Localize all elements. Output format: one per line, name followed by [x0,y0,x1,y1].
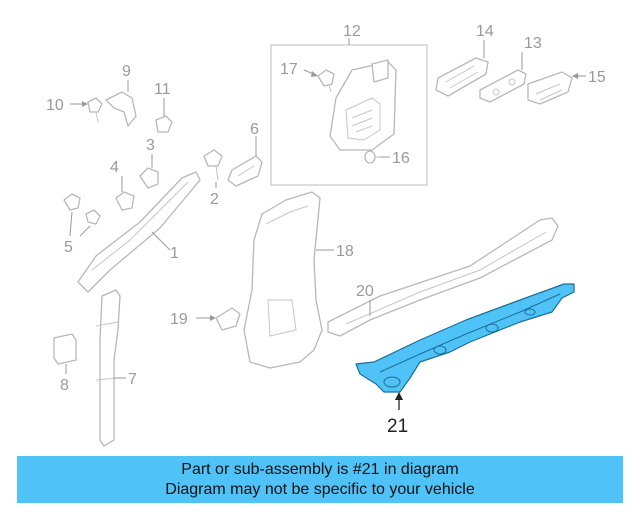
part-6-trim-piece[interactable] [227,155,263,187]
part-17-screw[interactable] [317,69,335,93]
part-19-clip[interactable] [215,307,241,331]
callout-16: 16 [392,150,410,167]
part-18-b-pillar-trim[interactable] [243,191,323,369]
part-21-highlighted[interactable] [355,283,575,393]
part-10-screw[interactable] [87,97,103,123]
part-15-bracket[interactable] [527,71,573,105]
callout-14: 14 [476,23,494,40]
part-9-bracket[interactable] [105,91,137,127]
callout-9: 9 [122,63,131,80]
callout-19: 19 [170,311,188,328]
callout-12: 12 [343,23,361,40]
callout-20: 20 [356,283,374,300]
part-20-sill-trim[interactable] [327,217,559,337]
callout-17: 17 [280,61,298,78]
callout-21: 21 [387,416,408,437]
callout-11: 11 [154,81,171,98]
callout-15: 15 [588,69,606,86]
callout-1: 1 [170,245,179,262]
callout-3: 3 [146,137,155,154]
callout-6: 6 [250,121,259,138]
part-16-clip[interactable] [364,150,380,164]
banner-line-2: Diagram may not be specific to your vehi… [165,480,475,498]
part-5-fasteners[interactable] [63,193,101,225]
callout-4: 4 [110,159,119,176]
callout-18: 18 [336,243,354,260]
part-1-a-pillar-trim[interactable] [77,171,201,293]
part-4-clip[interactable] [115,191,135,211]
callout-2: 2 [210,191,219,208]
callout-8: 8 [60,377,69,394]
part-2-screw[interactable] [203,149,223,181]
part-7-vertical-trim[interactable] [95,289,121,447]
part-12-inset[interactable] [270,44,428,186]
callout-7: 7 [128,371,137,388]
callout-5: 5 [64,239,73,256]
part-3-clip[interactable] [139,167,159,189]
info-banner: Part or sub-assembly is #21 in diagram D… [17,456,623,503]
part-8-panel[interactable] [53,333,77,365]
part-14-bracket[interactable] [435,57,489,97]
banner-line-1: Part or sub-assembly is #21 in diagram [181,460,459,478]
part-11-clip[interactable] [155,115,173,133]
part-13-bracket[interactable] [479,69,527,103]
callout-10: 10 [46,97,64,114]
parts-diagram: 12 17 16 14 13 15 9 [46,23,606,447]
callout-13: 13 [524,35,542,52]
